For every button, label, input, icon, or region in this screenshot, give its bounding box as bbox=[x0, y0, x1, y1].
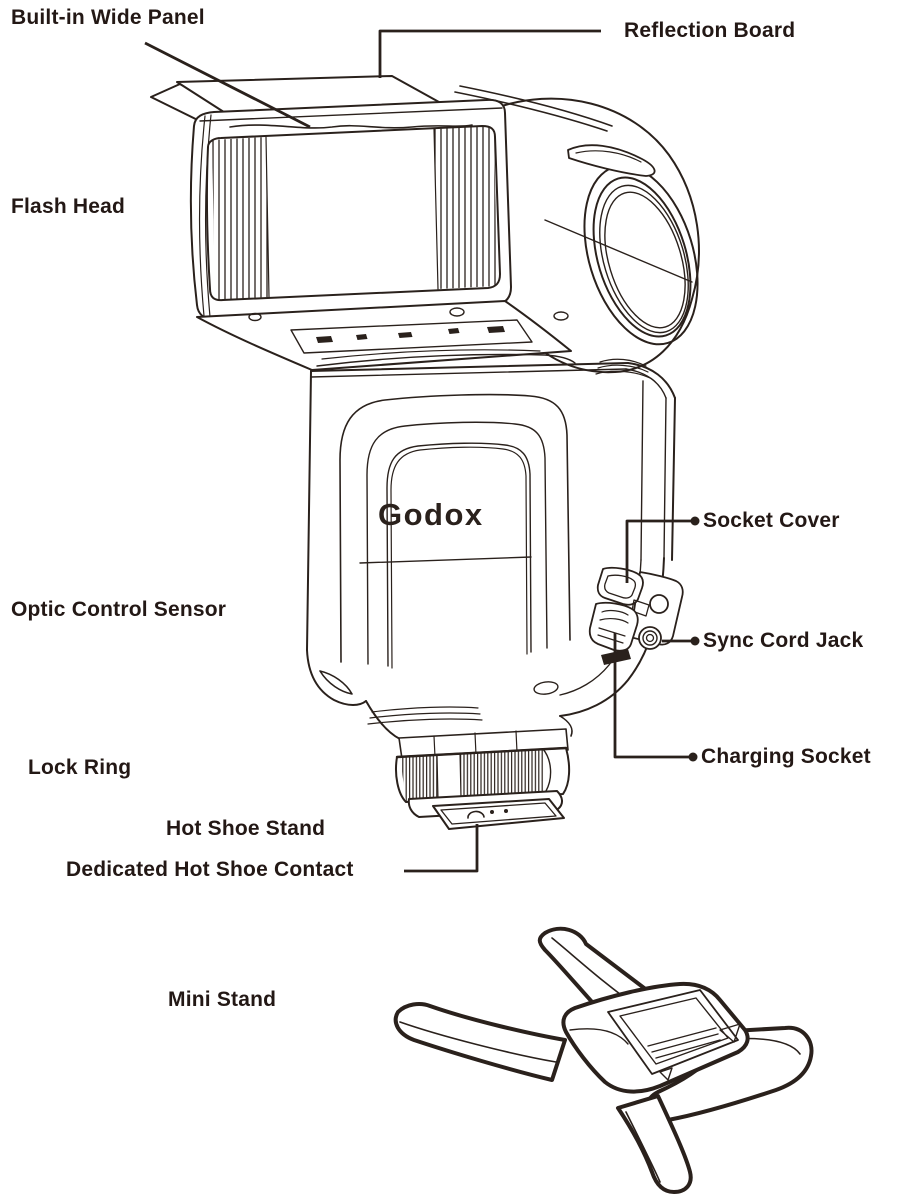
flash-body-drawing: Godox bbox=[306, 362, 676, 760]
socket-cover-drawing bbox=[596, 566, 644, 606]
label-flash-head: Flash Head bbox=[11, 195, 126, 218]
leader-socket-cover bbox=[625, 519, 692, 583]
label-reflection-board: Reflection Board bbox=[624, 19, 796, 42]
charging-socket-drawing bbox=[588, 601, 639, 652]
label-lock-ring: Lock Ring bbox=[28, 756, 132, 779]
bullet-sync-cord-jack bbox=[690, 636, 700, 646]
label-sync-cord-jack: Sync Cord Jack bbox=[703, 629, 864, 652]
socket-panel-drawing bbox=[588, 566, 684, 652]
bullet-socket-cover bbox=[690, 516, 700, 526]
leader-dedicated-hot-shoe-contact bbox=[404, 824, 479, 873]
mini-stand-drawing bbox=[393, 926, 814, 1194]
label-built-in-wide-panel: Built-in Wide Panel bbox=[11, 6, 205, 29]
leader-built-in-wide-panel bbox=[144, 41, 311, 129]
flash-head-drawing bbox=[150, 75, 700, 379]
label-charging-socket: Charging Socket bbox=[701, 745, 871, 768]
brand-logo: Godox bbox=[378, 497, 484, 532]
leader-reflection-board bbox=[378, 29, 601, 78]
leader-charging-socket bbox=[613, 633, 690, 759]
leader-lines bbox=[144, 29, 700, 873]
label-dedicated-hot-shoe-contact: Dedicated Hot Shoe Contact bbox=[66, 858, 354, 881]
sync-cord-jack-drawing bbox=[638, 626, 662, 650]
bullet-charging-socket bbox=[688, 752, 698, 762]
plate-hole bbox=[649, 594, 669, 614]
lock-ring-drawing bbox=[395, 746, 571, 803]
dedicated-hot-shoe-contact-drawing bbox=[467, 809, 508, 819]
label-mini-stand: Mini Stand bbox=[168, 988, 277, 1011]
hot-shoe-drawing bbox=[407, 790, 565, 830]
label-socket-cover: Socket Cover bbox=[703, 509, 840, 532]
optic-control-sensor-drawing bbox=[306, 649, 367, 706]
label-optic-control-sensor: Optic Control Sensor bbox=[11, 598, 227, 621]
label-hot-shoe-stand: Hot Shoe Stand bbox=[166, 817, 326, 840]
